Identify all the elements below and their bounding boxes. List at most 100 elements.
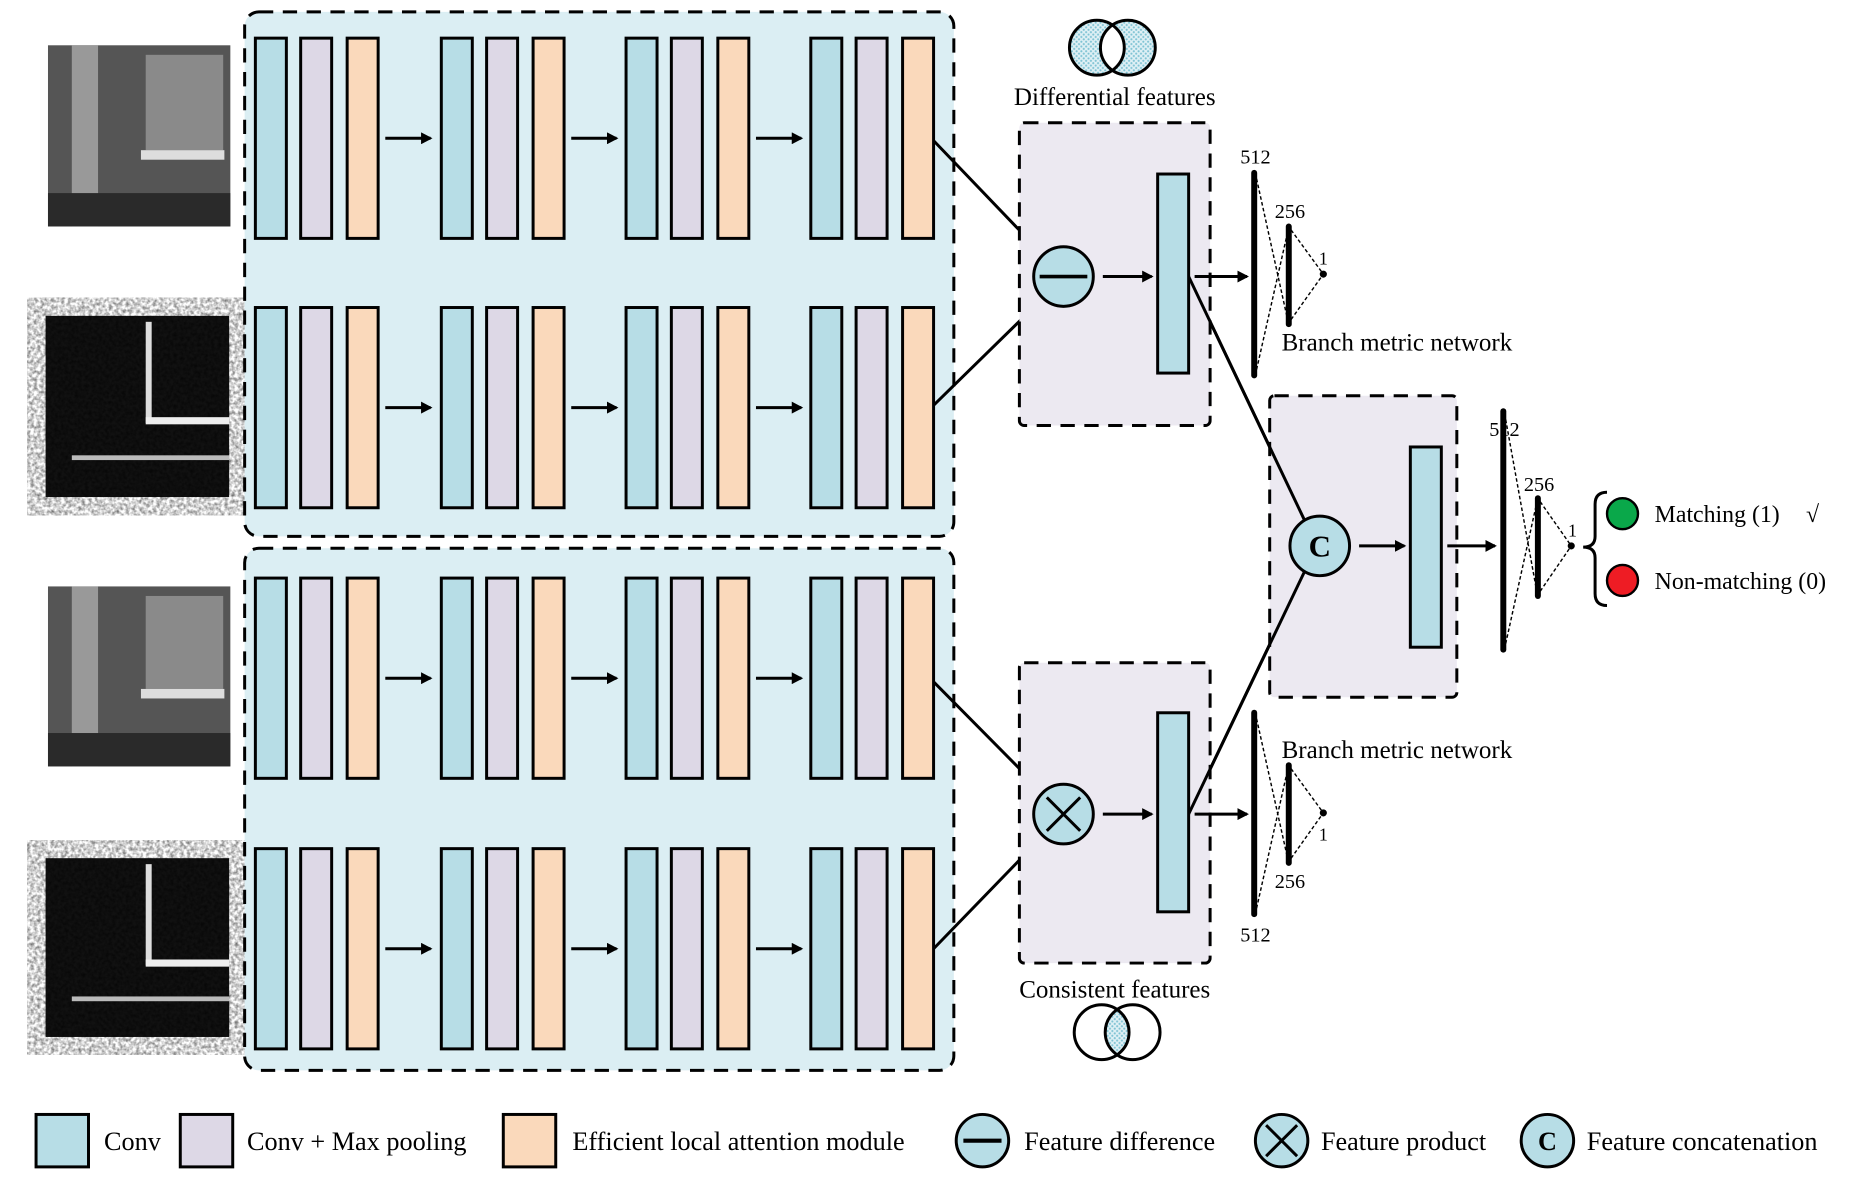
attention-block	[716, 576, 751, 780]
legend-conv-label: Conv	[104, 1127, 162, 1156]
conv-block	[253, 36, 288, 240]
flow-arrows	[1102, 270, 1497, 821]
concat-feature-block	[1408, 445, 1443, 649]
optical-image-1	[47, 45, 231, 227]
matching-label: Matching (1)	[1655, 502, 1780, 528]
branch-metric-network-top	[1251, 169, 1327, 379]
attention-block	[901, 576, 936, 780]
attention-block	[531, 576, 566, 780]
bottom-1-label: 1	[1319, 824, 1328, 844]
non-matching-label: Non-matching (0)	[1655, 569, 1826, 595]
conv-block	[624, 36, 659, 240]
legend-concat-label: Feature concatenation	[1587, 1127, 1818, 1156]
differential-venn-icon	[1067, 18, 1157, 77]
legend-product-label: Feature product	[1321, 1127, 1487, 1156]
conv-pool-block	[854, 847, 889, 1051]
conv-block	[439, 306, 474, 510]
attention-block	[716, 36, 751, 240]
legend-attention-swatch	[501, 1112, 558, 1169]
attention-block	[901, 306, 936, 510]
conv-pool-block	[669, 306, 704, 510]
diff-feature-block	[1156, 172, 1191, 375]
main-512-label: 512	[1489, 419, 1519, 441]
conv-pool-block	[299, 576, 334, 780]
conv-pool-block	[854, 306, 889, 510]
conv-pool-block	[299, 36, 334, 240]
conv-pool-block	[854, 36, 889, 240]
top-512-label: 512	[1240, 146, 1270, 168]
legend-concat-icon: C	[1519, 1112, 1576, 1169]
conv-pool-block	[669, 576, 704, 780]
conv-pool-block	[669, 847, 704, 1051]
optical-image-2	[47, 586, 231, 767]
attention-block	[531, 36, 566, 240]
main-1-label: 1	[1568, 520, 1577, 540]
attention-block	[716, 306, 751, 510]
branch-bottom-label: Branch metric network	[1282, 737, 1513, 764]
legend-conv-pool-label: Conv + Max pooling	[247, 1127, 466, 1156]
conv-block	[439, 847, 474, 1051]
sar-image-2	[45, 858, 230, 1037]
conv-block	[253, 576, 288, 780]
differential-features-label: Differential features	[1014, 84, 1216, 111]
conv-pool-block	[485, 847, 520, 1051]
backbone-blocks	[253, 36, 936, 1051]
attention-block	[901, 36, 936, 240]
attention-block	[345, 847, 380, 1051]
conv-pool-block	[485, 576, 520, 780]
non-matching-indicator	[1605, 563, 1640, 598]
legend-conv-pool-swatch	[178, 1112, 235, 1169]
sar-image-1	[45, 315, 230, 498]
output-brace	[1583, 490, 1608, 607]
branch-top-label: Branch metric network	[1282, 329, 1513, 356]
attention-block	[531, 306, 566, 510]
conv-pool-block	[299, 306, 334, 510]
legend-attention-label: Efficient local attention module	[572, 1127, 904, 1156]
conv-block	[253, 847, 288, 1051]
bottom-256-label: 256	[1275, 871, 1305, 893]
conv-block	[439, 36, 474, 240]
conv-pool-block	[485, 306, 520, 510]
legend-difference-icon	[954, 1112, 1011, 1169]
legend: Conv Conv + Max pooling Efficient local …	[34, 1112, 1818, 1169]
conv-block	[809, 306, 844, 510]
branch-metric-network-bottom	[1251, 709, 1327, 918]
attention-block	[716, 847, 751, 1051]
legend-conv-swatch	[34, 1112, 90, 1169]
bottom-512-label: 512	[1240, 925, 1270, 947]
conv-block	[809, 847, 844, 1051]
conv-pool-block	[299, 847, 334, 1051]
conv-block	[439, 576, 474, 780]
legend-concat-symbol: C	[1538, 1127, 1557, 1156]
conv-block	[809, 36, 844, 240]
main-256-label: 256	[1524, 474, 1554, 496]
conv-block	[809, 576, 844, 780]
product-feature-block	[1156, 711, 1191, 914]
legend-product-icon	[1253, 1112, 1310, 1169]
attention-block	[901, 847, 936, 1051]
conv-block	[624, 306, 659, 510]
concat-symbol: C	[1309, 529, 1331, 564]
conv-pool-block	[485, 36, 520, 240]
attention-block	[345, 576, 380, 780]
matching-indicator	[1605, 497, 1640, 531]
conv-block	[253, 306, 288, 510]
feature-difference-icon	[1032, 245, 1095, 308]
feature-product-icon	[1032, 782, 1095, 846]
conv-pool-block	[669, 36, 704, 240]
top-256-label: 256	[1275, 201, 1305, 223]
legend-difference-label: Feature difference	[1024, 1127, 1215, 1156]
check-mark: √	[1806, 502, 1820, 528]
main-metric-network	[1500, 408, 1575, 653]
attention-block	[345, 306, 380, 510]
conv-pool-block	[854, 576, 889, 780]
consistent-venn-icon	[1072, 1003, 1162, 1062]
conv-block	[624, 847, 659, 1051]
feature-concatenation-icon: C	[1288, 514, 1352, 578]
consistent-features-label: Consistent features	[1019, 977, 1210, 1004]
attention-block	[531, 847, 566, 1051]
attention-block	[345, 36, 380, 240]
conv-block	[624, 576, 659, 780]
